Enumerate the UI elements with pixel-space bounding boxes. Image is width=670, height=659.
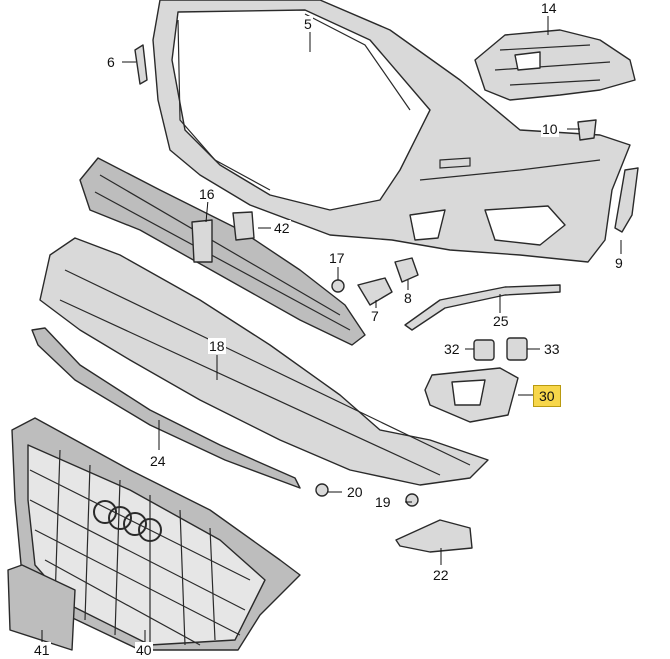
audi-rings-icon <box>93 500 162 542</box>
side-trim-9[interactable] <box>614 167 639 233</box>
bracket-8[interactable] <box>394 257 419 283</box>
callout-22: 22 <box>432 567 450 583</box>
callout-8: 8 <box>403 290 413 306</box>
sensor-42[interactable] <box>232 211 255 241</box>
callout-32: 32 <box>443 341 461 357</box>
grille-frame-upper[interactable] <box>79 157 366 346</box>
bumper-cover[interactable] <box>152 0 631 263</box>
clip-33[interactable] <box>506 337 528 361</box>
callout-17: 17 <box>328 250 346 266</box>
bracket-22[interactable] <box>395 519 473 553</box>
lower-carrier-18[interactable] <box>39 237 489 486</box>
clip-32[interactable] <box>473 339 495 361</box>
callout-18: 18 <box>208 338 226 354</box>
screw-19[interactable] <box>405 493 419 507</box>
plate-holder-41[interactable] <box>7 564 76 651</box>
callout-5: 5 <box>303 16 313 32</box>
callout-10: 10 <box>541 121 559 137</box>
callout-9: 9 <box>614 255 624 271</box>
callout-25: 25 <box>492 313 510 329</box>
callout-16: 16 <box>198 186 216 202</box>
side-bracket[interactable] <box>474 29 636 101</box>
callout-30-highlighted[interactable]: 30 <box>533 385 561 407</box>
callout-19: 19 <box>374 494 392 510</box>
trim-strip-25[interactable] <box>404 284 561 331</box>
callout-6: 6 <box>106 54 116 70</box>
clip-10[interactable] <box>577 119 597 141</box>
clip-6[interactable] <box>134 44 148 85</box>
callout-40: 40 <box>135 642 153 658</box>
callout-14: 14 <box>540 0 558 16</box>
strip-24[interactable] <box>31 327 301 489</box>
callout-42: 42 <box>273 220 291 236</box>
screw-20[interactable] <box>315 483 329 497</box>
cover-7[interactable] <box>357 277 393 306</box>
callout-41: 41 <box>33 642 51 658</box>
callout-7: 7 <box>370 308 380 324</box>
callout-33: 33 <box>543 341 561 357</box>
callout-24: 24 <box>149 453 167 469</box>
callout-20: 20 <box>346 484 364 500</box>
screw-17[interactable] <box>331 279 345 293</box>
main-grille-40[interactable] <box>11 417 301 651</box>
